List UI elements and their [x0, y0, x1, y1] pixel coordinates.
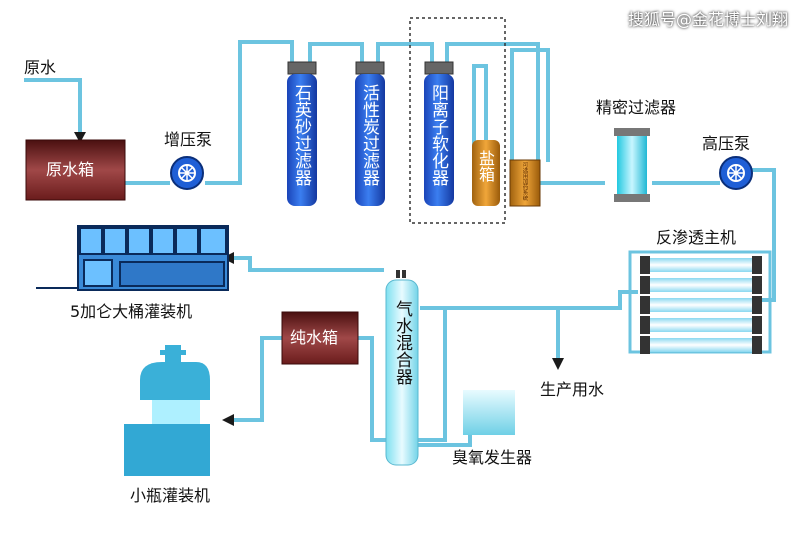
- salt-tank-label: 盐箱: [476, 150, 495, 182]
- tank-to-mixer-pipe: [358, 336, 390, 442]
- quartz-sand-filter-label: 石英砂过滤器: [291, 84, 311, 186]
- precision-filter-label: 精密过滤器: [596, 98, 677, 117]
- arrow-production-water: [552, 358, 564, 370]
- pump-to-quartz-pipe: [205, 40, 294, 185]
- arrow-into-raw-tank: [74, 132, 86, 143]
- dosing-system-label: 可选用加药系统: [521, 162, 528, 201]
- dosing-pipe: [510, 48, 550, 162]
- bottle-filler-machine: [124, 345, 210, 476]
- cation-softener-label: 阳离子软化器: [428, 84, 448, 186]
- hp-to-ro-pipe: [752, 168, 776, 302]
- raw-water-tank-label: 原水箱: [46, 160, 95, 179]
- high-pressure-pump-label: 高压泵: [702, 134, 751, 153]
- high-pressure-pump-icon: [719, 156, 753, 190]
- arrow-to-bottle-filler: [222, 414, 234, 426]
- pure-water-tank: [281, 311, 359, 365]
- gas-water-mixer-label: 气水混合器: [392, 300, 412, 385]
- ro-to-mixer-pipe: [420, 290, 638, 310]
- salt-pipe: [472, 64, 488, 150]
- ro-membrane-tubes: [640, 256, 762, 354]
- booster-pump-label: 增压泵: [164, 130, 213, 149]
- bucket-filler-label: 5加仑大桶灌装机: [70, 302, 193, 321]
- booster-pump-icon: [170, 156, 204, 190]
- ozone-generator-label: 臭氧发生器: [452, 448, 533, 467]
- cation-softener: [424, 61, 454, 206]
- ro-unit-label: 反渗透主机: [656, 228, 737, 247]
- raw-water-label: 原水: [24, 58, 57, 77]
- production-water-label: 生产用水: [540, 380, 605, 399]
- quartz-to-carbon-pipe: [308, 42, 364, 62]
- raw-water-tank: [25, 139, 126, 201]
- bottle-filler-label: 小瓶灌装机: [130, 486, 211, 505]
- flow-arrows: [74, 132, 564, 426]
- precision-filter: [614, 128, 650, 202]
- dosing-system-tank: [509, 159, 541, 207]
- ro-main-unit: [628, 250, 772, 354]
- salt-tank: [472, 140, 500, 206]
- tank-to-bottle-pipe: [232, 336, 282, 422]
- softener-to-precision-pipe: [445, 42, 605, 185]
- watermark: 搜狐号@金花博士刘翔: [627, 10, 788, 29]
- quartz-sand-filter: [287, 61, 317, 206]
- pure-water-tank-label: 纯水箱: [290, 328, 339, 347]
- gas-water-mixer: [385, 270, 419, 466]
- activated-carbon-filter-label: 活性炭过滤器: [359, 84, 379, 186]
- mixer-to-bucket-pipe: [232, 256, 384, 272]
- carbon-to-softener-pipe: [376, 42, 434, 62]
- bucket-filler-machine: [36, 225, 229, 291]
- mixer-return-pipe: [418, 308, 447, 442]
- ozone-generator: [463, 390, 515, 435]
- raw-water-inlet-pipe: [24, 78, 82, 135]
- activated-carbon-filter: [355, 61, 385, 206]
